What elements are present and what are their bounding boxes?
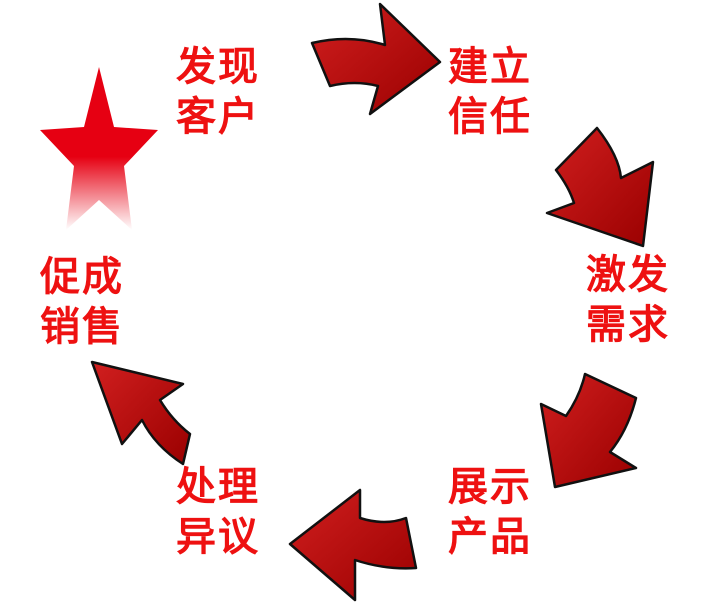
step-label-line1: 建立 — [448, 44, 532, 90]
step-label-line1: 促成 — [40, 254, 124, 300]
step-find-customer: 发现 客户 — [176, 42, 260, 142]
curved-arrow-icon — [288, 488, 418, 602]
step-label-line2: 异议 — [176, 514, 260, 560]
curved-arrow-icon — [90, 360, 192, 466]
step-build-trust: 建立 信任 — [448, 42, 532, 142]
step-label-line1: 发现 — [176, 44, 260, 90]
step-label-line2: 客户 — [176, 94, 260, 140]
step-label-line1: 展示 — [448, 464, 532, 510]
step-close-sale: 促成 销售 — [40, 252, 124, 352]
curved-arrow-icon — [310, 2, 442, 116]
step-handle-objections: 处理 异议 — [176, 462, 260, 562]
step-show-product: 展示 产品 — [448, 462, 532, 562]
step-label-line2: 销售 — [40, 304, 124, 350]
star-icon — [40, 67, 158, 230]
step-label-line2: 产品 — [448, 514, 532, 560]
curved-arrow-icon — [545, 126, 655, 248]
step-label-line1: 处理 — [176, 464, 260, 510]
step-label-line2: 需求 — [586, 302, 670, 348]
step-stimulate-demand: 激发 需求 — [586, 250, 670, 350]
step-label-line2: 信任 — [448, 94, 532, 140]
step-label-line1: 激发 — [586, 252, 670, 298]
curved-arrow-icon — [539, 372, 638, 489]
